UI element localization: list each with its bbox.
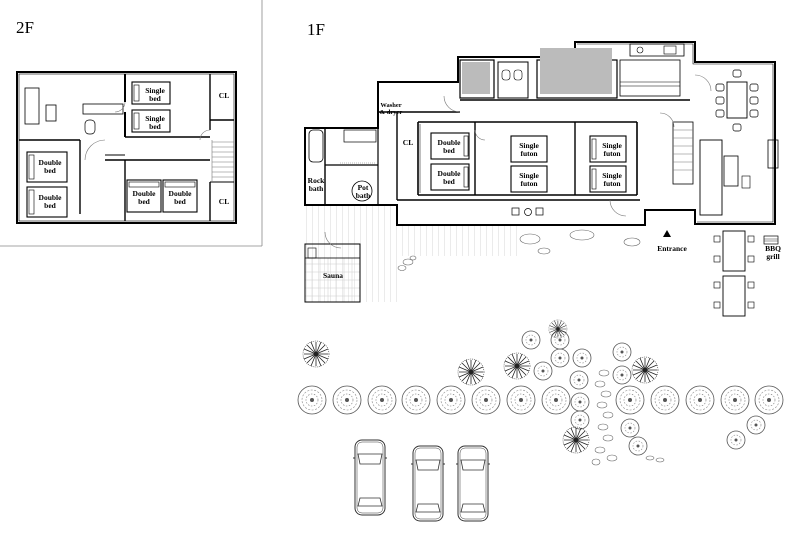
room-label-1f-sauna: Sauna — [322, 271, 343, 280]
palm-plants — [302, 319, 659, 454]
room-label-1f-double-bed-1: Double bed — [437, 138, 461, 155]
room-label-1f-rock-bath: Rock bath — [307, 176, 325, 193]
room-label-1f-single-futon-4: Single futon — [602, 171, 622, 188]
room-label-2f-double-bed-mid-1: Double bed — [132, 189, 156, 206]
room-label-1f-pot-bath: Pot bath — [355, 183, 371, 200]
room-label-2f-single-bed-2: Single bed — [145, 114, 165, 131]
room-label-1f-single-futon-3: Single futon — [602, 141, 622, 158]
room-label-2f-double-bed-mid-2: Double bed — [168, 189, 192, 206]
room-label-1f-single-futon-1: Single futon — [519, 141, 539, 158]
garden-path — [591, 369, 665, 466]
room-label-1f-double-bed-2: Double bed — [437, 169, 461, 186]
room-label-2f-cl-top: CL — [218, 91, 230, 100]
room-label-1f-cl: CL — [402, 138, 414, 147]
room-label-1f-bbq: BBQ grill — [765, 244, 781, 261]
first-floor-plan — [304, 41, 779, 317]
room-label-2f-cl-bottom: CL — [218, 197, 230, 206]
room-label-1f-entrance: Entrance — [657, 244, 687, 253]
room-label-2f-double-bed-left-2: Double bed — [38, 193, 62, 210]
second-floor-plan — [0, 0, 263, 247]
room-label-2f-double-bed-left-1: Double bed — [38, 158, 62, 175]
room-label-2f-single-bed-1: Single bed — [145, 86, 165, 103]
room-label-1f-washer: Washer & dryer — [379, 102, 403, 116]
parked-cars — [352, 439, 491, 522]
landscape — [297, 319, 784, 522]
tree-row — [297, 385, 784, 415]
floor-label-2f: 2F — [16, 18, 34, 37]
room-label-1f-single-futon-2: Single futon — [519, 171, 539, 188]
floor-label-1f: 1F — [307, 20, 325, 39]
